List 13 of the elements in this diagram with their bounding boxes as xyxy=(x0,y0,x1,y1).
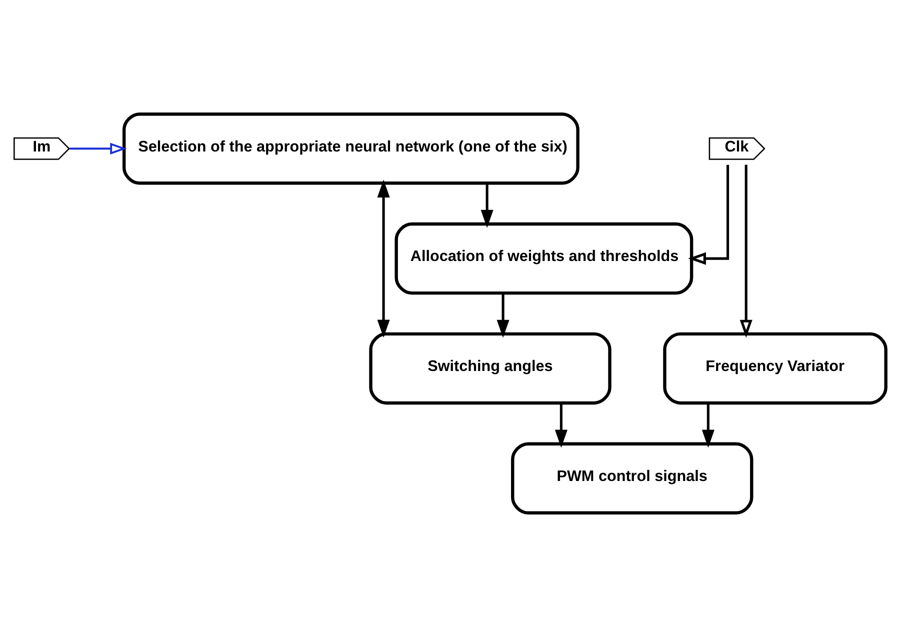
arrow xyxy=(554,402,568,448)
arrow xyxy=(688,164,730,264)
arrow xyxy=(70,142,127,154)
node-box: Switching angles xyxy=(369,332,612,404)
arrow xyxy=(377,179,390,338)
arrow xyxy=(740,164,752,338)
arrow xyxy=(496,292,510,338)
node-box: Allocation of weights and thresholds xyxy=(394,222,694,294)
arrow xyxy=(702,402,714,448)
arrow xyxy=(480,182,494,228)
node-box: Frequency Variator xyxy=(663,332,888,404)
node-box: Selection of the appropriate neural network (one of the six) xyxy=(122,112,580,184)
node-box: PWM control signals xyxy=(511,442,754,514)
